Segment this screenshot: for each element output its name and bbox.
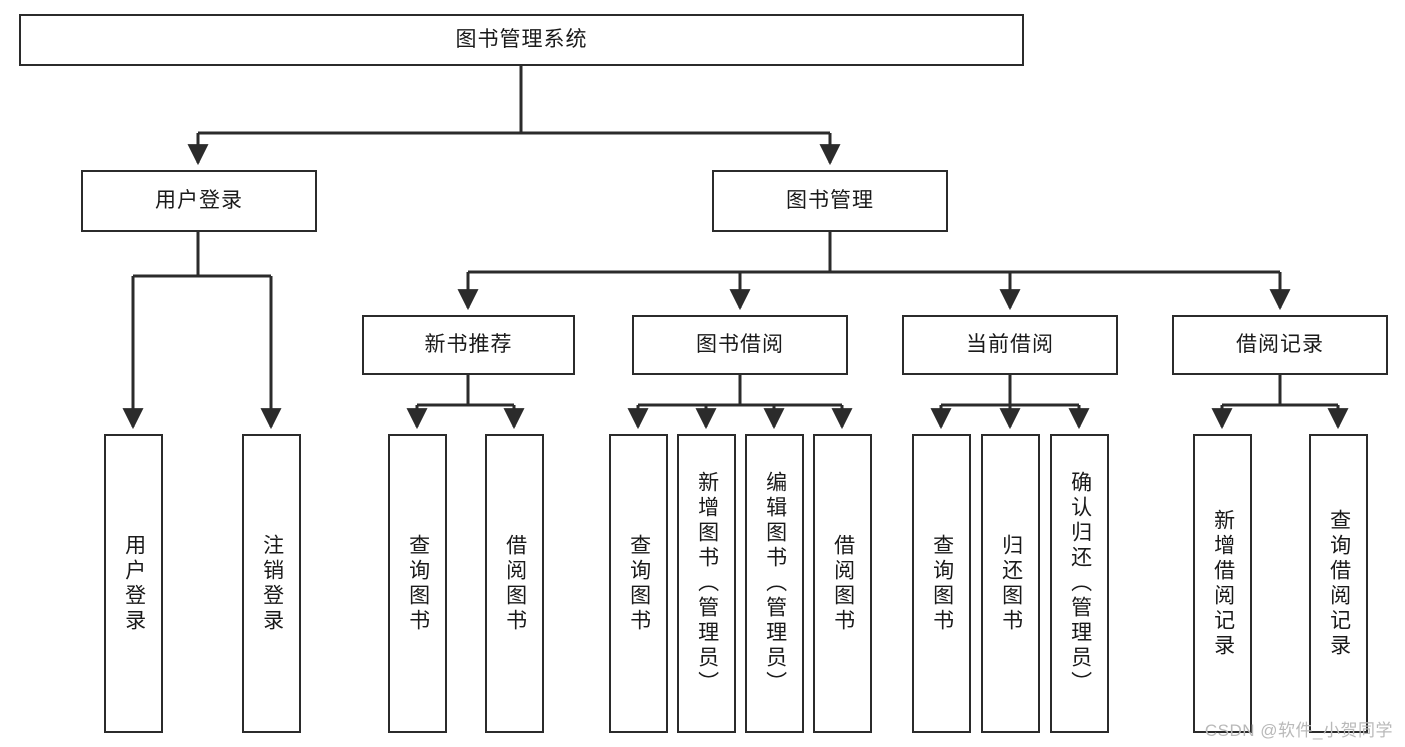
node-leaf-confirm-return[interactable]: 确认归还（管理员） <box>1050 434 1109 733</box>
node-book-borrow[interactable]: 图书借阅 <box>632 315 848 375</box>
node-leaf-user-login[interactable]: 用户登录 <box>104 434 163 733</box>
node-leaf-query-record-label: 查询借阅记录 <box>1327 508 1351 659</box>
node-leaf-confirm-return-label: 确认归还（管理员） <box>1068 471 1092 696</box>
node-book-manage[interactable]: 图书管理 <box>712 170 948 232</box>
node-new-book-recommend[interactable]: 新书推荐 <box>362 315 575 375</box>
node-book-borrow-label: 图书借阅 <box>696 333 784 357</box>
node-leaf-add-book[interactable]: 新增图书（管理员） <box>677 434 736 733</box>
node-root[interactable]: 图书管理系统 <box>19 14 1024 66</box>
node-leaf-query-book-1-label: 查询图书 <box>406 533 430 634</box>
node-user-login[interactable]: 用户登录 <box>81 170 317 232</box>
node-leaf-query-book-1[interactable]: 查询图书 <box>388 434 447 733</box>
node-borrow-record-label: 借阅记录 <box>1236 333 1324 357</box>
node-book-manage-label: 图书管理 <box>786 189 874 213</box>
node-leaf-edit-book[interactable]: 编辑图书（管理员） <box>745 434 804 733</box>
node-borrow-record[interactable]: 借阅记录 <box>1172 315 1388 375</box>
node-leaf-query-book-2[interactable]: 查询图书 <box>609 434 668 733</box>
node-leaf-return-book[interactable]: 归还图书 <box>981 434 1040 733</box>
node-root-label: 图书管理系统 <box>455 28 588 52</box>
node-leaf-borrow-book-1[interactable]: 借阅图书 <box>485 434 544 733</box>
node-new-book-recommend-label: 新书推荐 <box>424 333 513 357</box>
node-current-borrow[interactable]: 当前借阅 <box>902 315 1118 375</box>
node-leaf-add-book-label: 新增图书（管理员） <box>695 471 719 696</box>
node-leaf-query-record[interactable]: 查询借阅记录 <box>1309 434 1368 733</box>
node-leaf-borrow-book-2-label: 借阅图书 <box>831 533 855 634</box>
node-leaf-query-book-3-label: 查询图书 <box>930 533 954 634</box>
node-leaf-query-book-3[interactable]: 查询图书 <box>912 434 971 733</box>
node-leaf-add-record[interactable]: 新增借阅记录 <box>1193 434 1252 733</box>
node-user-login-label: 用户登录 <box>155 189 243 213</box>
node-leaf-query-book-2-label: 查询图书 <box>627 533 651 634</box>
node-leaf-add-record-label: 新增借阅记录 <box>1211 508 1235 659</box>
node-leaf-user-login-label: 用户登录 <box>122 533 146 634</box>
node-leaf-borrow-book-1-label: 借阅图书 <box>503 533 527 634</box>
node-leaf-edit-book-label: 编辑图书（管理员） <box>763 471 787 696</box>
watermark: CSDN @软件_小贺同学 <box>1204 721 1393 740</box>
node-leaf-borrow-book-2[interactable]: 借阅图书 <box>813 434 872 733</box>
node-current-borrow-label: 当前借阅 <box>966 333 1054 357</box>
node-leaf-user-logout-label: 注销登录 <box>260 533 284 634</box>
node-leaf-return-book-label: 归还图书 <box>999 533 1023 634</box>
node-leaf-user-logout[interactable]: 注销登录 <box>242 434 301 733</box>
